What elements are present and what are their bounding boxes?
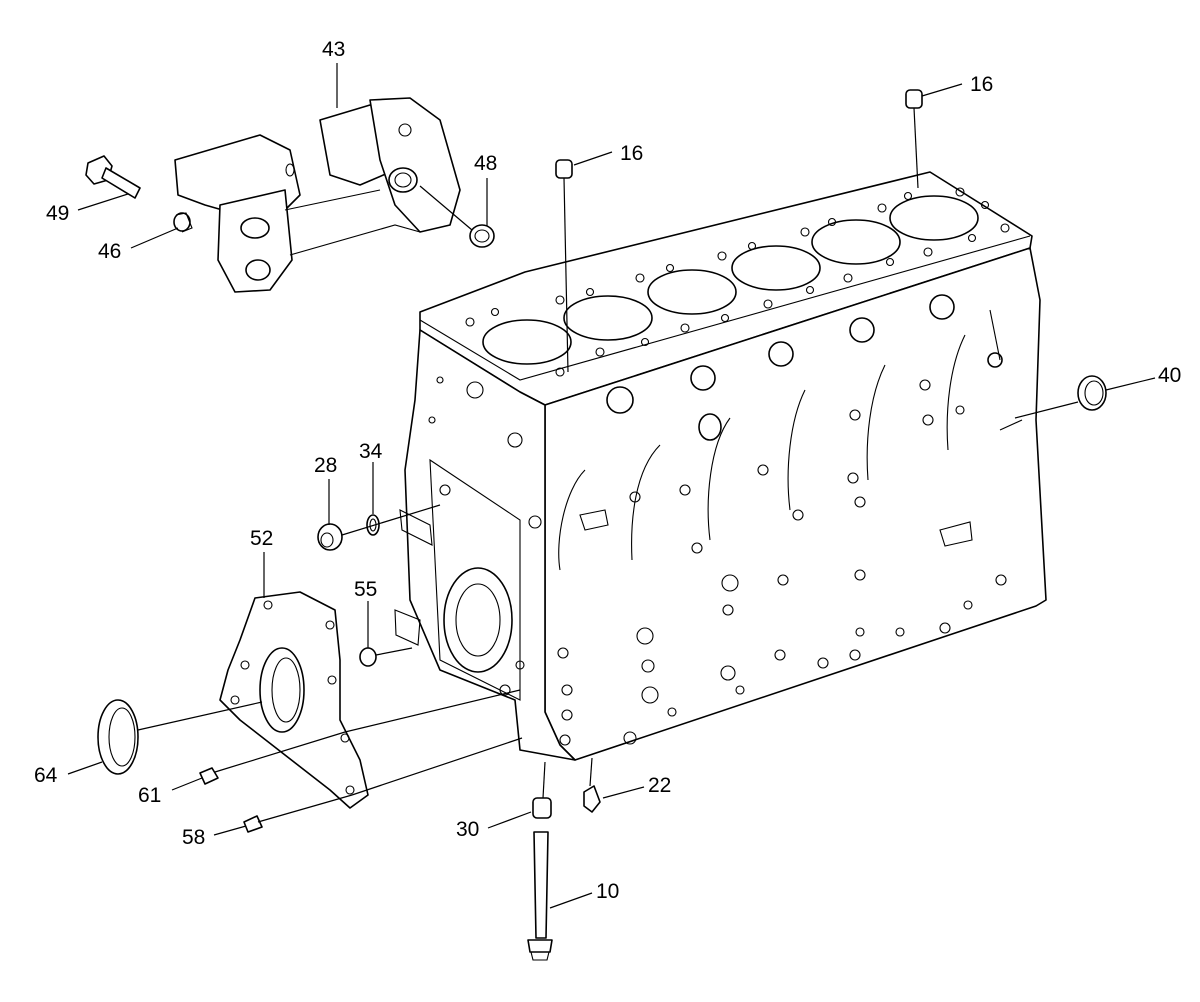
callout-64: 64 [34,764,58,787]
bushing-part-46 [173,212,193,233]
dowel-part-16-b [905,89,923,189]
callout-22: 22 [648,774,671,797]
dowel-part-30 [532,761,552,819]
bushing-part-48 [469,224,495,248]
bolt-part-61 [199,689,521,785]
bolt-part-49 [85,155,141,199]
callout-40: 40 [1158,364,1181,387]
plug-part-55 [359,647,413,667]
bolt-part-58 [243,737,523,833]
cylinder-block [394,171,1047,761]
callout-16-right: 16 [970,73,993,96]
callout-49: 49 [46,202,69,225]
callout-43: 43 [322,38,345,61]
deck-holes [465,187,1010,377]
callout-46: 46 [98,240,121,263]
callout-61: 61 [138,784,161,807]
callout-34: 34 [359,440,383,463]
rear-cover-part-52 [219,591,369,809]
side-bosses [528,294,1007,746]
callout-58: 58 [182,826,205,849]
bracket-part-43 [174,97,461,293]
callout-16-center: 16 [620,142,643,165]
callout-labels: 43 16 16 48 49 46 40 28 34 52 55 64 61 5… [34,38,1181,903]
callout-28: 28 [314,454,337,477]
callout-30: 30 [456,818,479,841]
callout-48: 48 [474,152,497,175]
dowel-part-16-a [555,159,573,373]
nozzle-part-22 [583,757,601,813]
plug-part-40 [1014,375,1107,419]
cylinder-bores [482,195,979,365]
callout-52: 52 [250,527,273,550]
seal-part-64 [97,699,263,775]
callout-10: 10 [596,880,619,903]
main-bearing-bolt-part-10 [527,831,553,961]
leader-lines [67,63,1156,909]
front-face-details [394,376,525,701]
plug-part-28 [317,523,343,551]
side-ribs [558,309,1023,571]
callout-55: 55 [354,578,377,601]
